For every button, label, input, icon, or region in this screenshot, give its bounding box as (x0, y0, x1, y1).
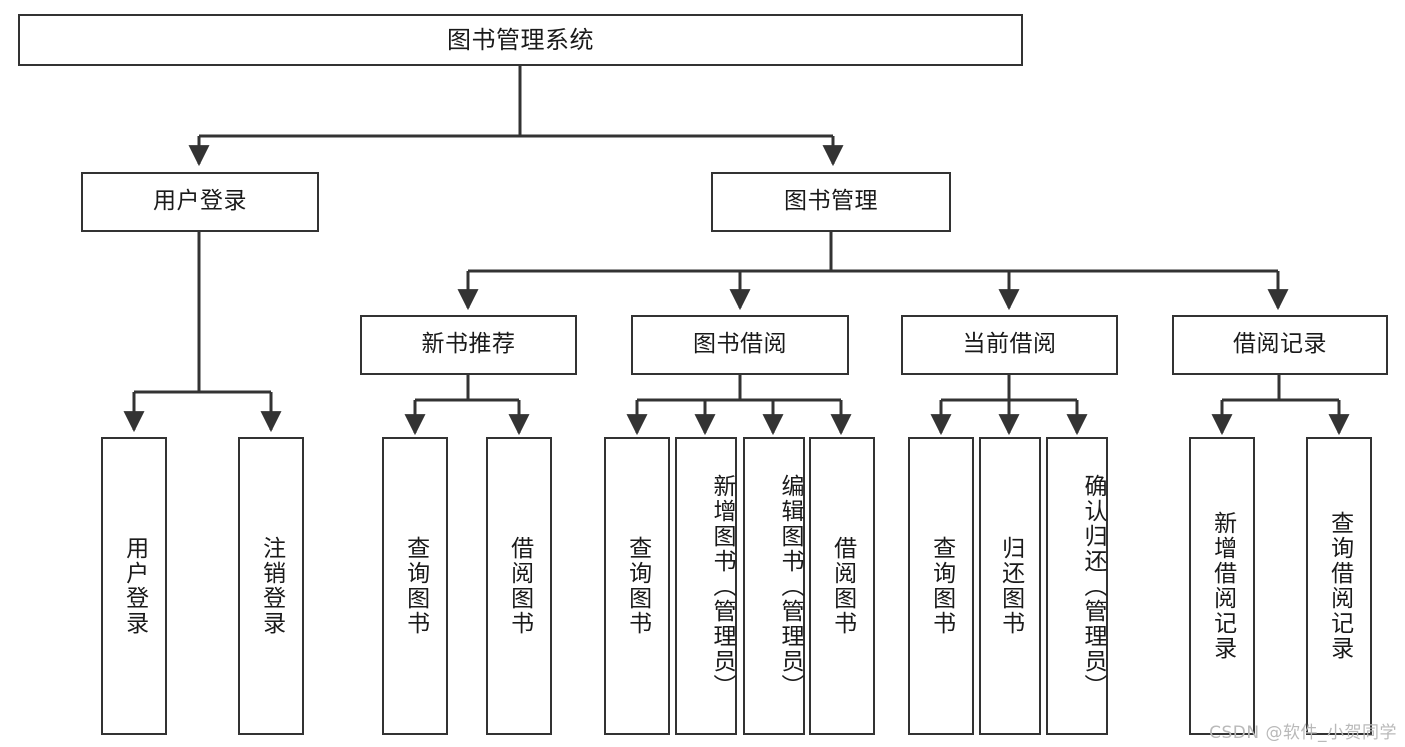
node-leaf-borrow-book[interactable]: 借阅图书 (809, 437, 875, 735)
node-label: 当前借阅 (962, 331, 1057, 358)
node-leaf-query-book-borrow[interactable]: 查询图书 (604, 437, 670, 735)
node-label: 用户登录 (153, 188, 247, 215)
node-label: 用户登录 (121, 536, 148, 636)
node-label: 归还图书 (997, 536, 1024, 636)
node-label: 借阅图书 (506, 536, 533, 636)
node-user-login[interactable]: 用户登录 (81, 172, 319, 232)
node-root-book-management-system[interactable]: 图书管理系统 (18, 14, 1023, 66)
node-new-book-recommend[interactable]: 新书推荐 (360, 315, 577, 375)
node-label: 查询图书 (928, 536, 955, 636)
node-label: 确认归还（管理员） (1080, 473, 1106, 699)
node-label: 注销登录 (258, 536, 285, 636)
node-leaf-query-book-recommend[interactable]: 查询图书 (382, 437, 448, 735)
csdn-watermark: CSDN @软件_小贺同学 (1209, 723, 1397, 743)
node-label: 编辑图书（管理员） (777, 473, 803, 699)
node-book-borrow[interactable]: 图书借阅 (631, 315, 849, 375)
node-leaf-query-book-current[interactable]: 查询图书 (908, 437, 974, 735)
node-book-management[interactable]: 图书管理 (711, 172, 951, 232)
node-label: 查询图书 (624, 536, 651, 636)
node-label: 借阅记录 (1233, 331, 1327, 358)
node-leaf-user-login[interactable]: 用户登录 (101, 437, 167, 735)
node-leaf-return-book[interactable]: 归还图书 (979, 437, 1041, 735)
node-current-borrow[interactable]: 当前借阅 (901, 315, 1118, 375)
node-label: 图书管理系统 (447, 25, 594, 54)
node-label: 新增借阅记录 (1209, 511, 1236, 661)
node-leaf-add-borrow-record[interactable]: 新增借阅记录 (1189, 437, 1255, 735)
node-leaf-borrow-book-recommend[interactable]: 借阅图书 (486, 437, 552, 735)
node-label: 新增图书（管理员） (709, 473, 735, 699)
node-leaf-add-book-admin[interactable]: 新增图书（管理员） (675, 437, 737, 735)
node-label: 图书借阅 (693, 331, 787, 358)
node-borrow-record[interactable]: 借阅记录 (1172, 315, 1388, 375)
node-label: 新书推荐 (421, 331, 516, 358)
node-leaf-logout-login[interactable]: 注销登录 (238, 437, 304, 735)
node-label: 图书管理 (784, 188, 878, 215)
node-label: 借阅图书 (829, 536, 856, 636)
node-leaf-query-borrow-record[interactable]: 查询借阅记录 (1306, 437, 1372, 735)
node-label: 查询图书 (402, 536, 429, 636)
node-label: 查询借阅记录 (1326, 511, 1353, 661)
node-leaf-confirm-return-admin[interactable]: 确认归还（管理员） (1046, 437, 1108, 735)
node-leaf-edit-book-admin[interactable]: 编辑图书（管理员） (743, 437, 805, 735)
